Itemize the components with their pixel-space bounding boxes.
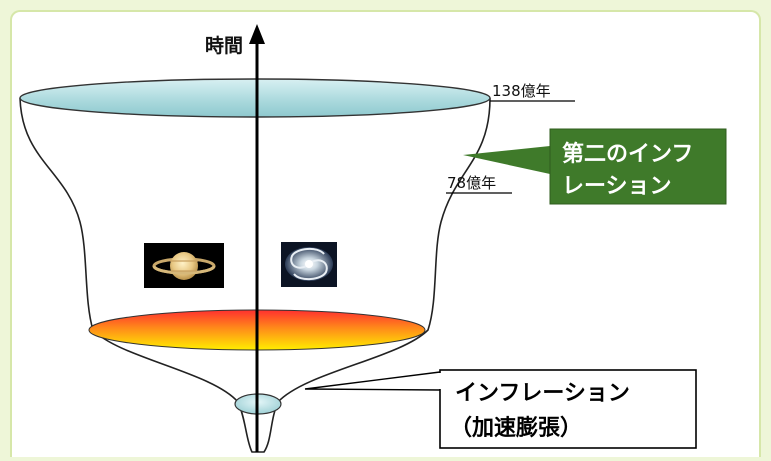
second-inflation-line1: 第二のインフ (562, 141, 693, 167)
year-label-present: 138億年 (492, 82, 551, 100)
inflation-callout-line2: （加速膨張） (450, 415, 582, 441)
second-inflation-callout-pointer (463, 146, 550, 174)
second-inflation-line2: レーション (562, 174, 672, 199)
year-label-78: 78億年 (447, 174, 496, 192)
time-axis-label: 時間 (205, 35, 243, 57)
present-universe-disc (19, 78, 491, 118)
second-inflation-callout (549, 128, 727, 205)
time-axis-arrowhead-icon (249, 24, 265, 44)
inflation-callout-line1: インフレーション (455, 381, 630, 406)
saturn-icon (144, 243, 224, 288)
galaxy-icon (281, 242, 337, 287)
inflation-callout (439, 369, 697, 449)
